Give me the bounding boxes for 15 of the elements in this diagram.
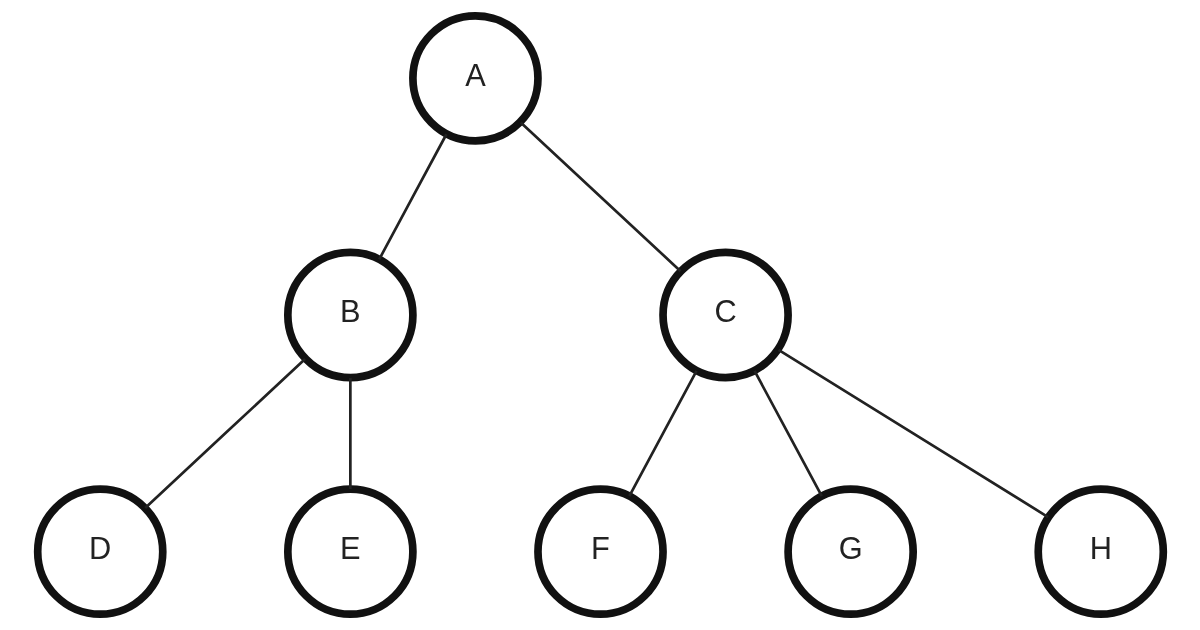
connector xyxy=(777,348,1049,519)
node-circle: D xyxy=(33,485,167,619)
connector xyxy=(519,121,681,273)
connector xyxy=(752,370,823,497)
node-circle: G xyxy=(783,485,917,619)
node-circle: C xyxy=(658,248,792,382)
node-circle: F xyxy=(533,485,667,619)
connector xyxy=(627,370,698,497)
connector xyxy=(143,358,306,509)
connector xyxy=(377,133,448,260)
node-circle: A xyxy=(408,11,542,145)
node-circle: E xyxy=(283,485,417,619)
connector xyxy=(348,378,352,489)
node-circle: B xyxy=(283,248,417,382)
node-circle: H xyxy=(1033,485,1167,619)
